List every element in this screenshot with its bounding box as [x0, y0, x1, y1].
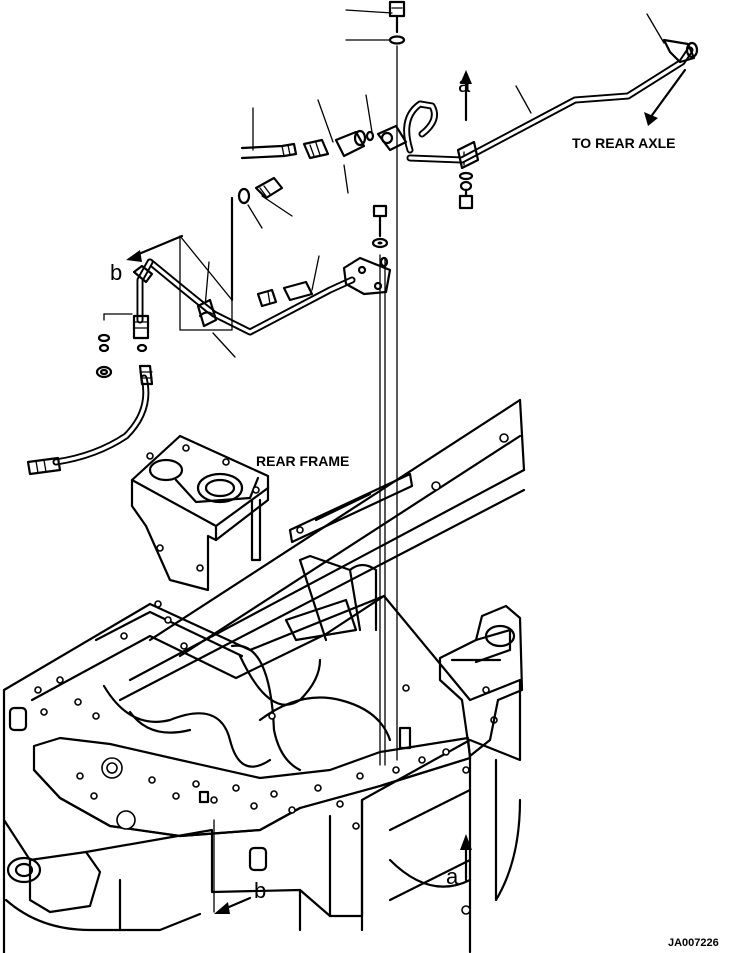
plate-holes — [34, 600, 498, 830]
rear-frame-label: REAR FRAME — [256, 453, 349, 469]
rear-frame — [2, 398, 526, 953]
top-bolt — [388, 0, 406, 45]
leader-lines — [103, 9, 665, 358]
ref-b-bottom-label: b — [254, 878, 266, 903]
arrow-a-top — [460, 70, 472, 122]
ref-a-bottom-label: a — [446, 864, 459, 889]
ref-a-top-label: a — [458, 72, 471, 97]
middle-pipe — [132, 235, 392, 340]
to-rear-axle-label: TO REAR AXLE — [572, 135, 675, 151]
rear-axle-pipe — [376, 38, 699, 170]
fittings-upper — [230, 129, 375, 302]
drawing-code-label: JA007226 — [668, 937, 719, 949]
guide-lines — [213, 45, 465, 913]
ref-b-left-label: b — [110, 260, 122, 285]
left-nut-washer — [95, 313, 148, 379]
flexible-hose — [26, 364, 154, 476]
arrow-to-rear-axle — [644, 68, 687, 126]
arrow-b-bottom — [214, 896, 252, 914]
arrow-a-bottom — [460, 834, 472, 882]
arrow-b-left — [126, 234, 184, 262]
clamp-bolt — [458, 171, 474, 210]
bracket-bolt — [371, 204, 389, 249]
